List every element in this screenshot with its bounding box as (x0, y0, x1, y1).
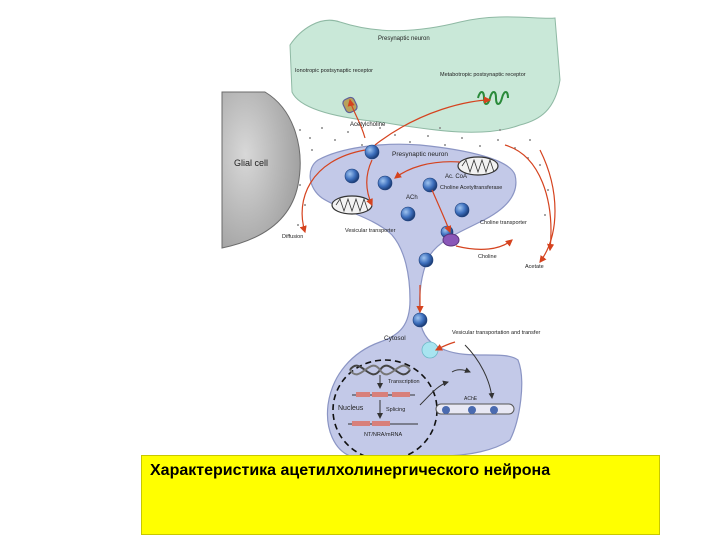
mitochondrion (457, 156, 499, 176)
label-transcription: Transcription (388, 379, 420, 385)
caption-box: Характеристика ацетилхолинергического не… (141, 455, 660, 535)
label-cytosol: Cytosol (384, 335, 406, 342)
label-ache: AChE (464, 396, 478, 402)
process-arrows (419, 344, 495, 406)
label-nucleus: Nucleus (338, 405, 364, 412)
label-presynaptic-top: Presynaptic neuron (378, 36, 430, 42)
label-ionotropic-receptor: Ionotropic postsynaptic receptor (295, 68, 373, 74)
presynaptic-neuron-body (309, 143, 523, 457)
label-ach: ACh (406, 195, 418, 201)
choline-transporter-icon (442, 233, 460, 247)
label-choline-transporter: Choline transporter (480, 220, 527, 226)
label-ac-coa: Ac. CoA (445, 174, 467, 180)
label-glial-cell: Glial cell (234, 158, 268, 168)
metabotropic-receptor-icon (477, 91, 509, 105)
label-splicing: Splicing (386, 407, 405, 413)
label-vesicular-transporter: Vesicular transporter (345, 228, 396, 234)
synaptic-cleft (294, 127, 549, 226)
glial-cell (221, 91, 301, 249)
label-diffusion: Diffusion (282, 234, 303, 240)
mature-mrna (348, 421, 418, 426)
translation-complex (435, 403, 515, 415)
caption-title: Характеристика ацетилхолинергического не… (150, 462, 551, 479)
label-metabotropic-receptor: Metabotropic postsynaptic receptor (440, 72, 526, 78)
label-acetate: Acetate (525, 264, 544, 270)
dna-helix-icon (349, 364, 411, 376)
postsynaptic-membrane (289, 16, 561, 133)
label-presynaptic-neuron: Presynaptic neuron (392, 151, 448, 158)
label-vesicular-transport: Vesicular transportation and transfer (452, 330, 541, 336)
pathway-arrows (299, 96, 556, 351)
mitochondrion (331, 195, 373, 215)
label-choline-acetyltransferase: Choline Acetyltransferase (440, 185, 502, 191)
pre-mrna (352, 392, 415, 397)
label-acetylcholine: Acetylcholine (350, 122, 386, 128)
label-mrna: NT/NRA/mRNA (364, 432, 403, 438)
label-choline: Choline (478, 254, 497, 260)
vesicle-forming (421, 341, 439, 359)
